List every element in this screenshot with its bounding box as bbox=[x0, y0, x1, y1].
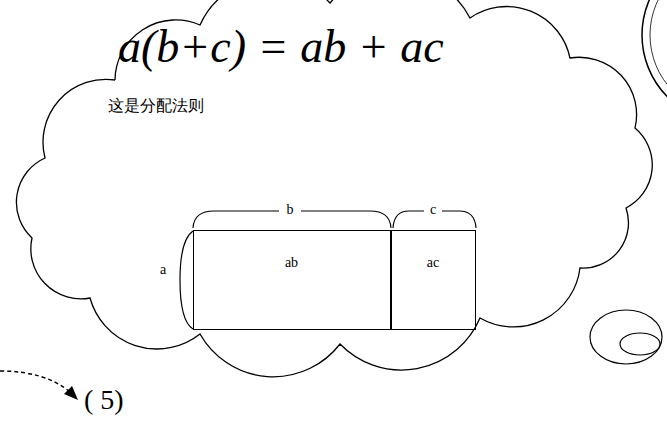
arrow-head bbox=[64, 386, 78, 400]
thought-cloud: a(b+c) = ab + ac这是分配法则abac bbox=[20, 0, 650, 362]
dimension-label: a bbox=[160, 262, 166, 278]
character-face bbox=[642, 0, 667, 123]
thought-bubble-small bbox=[620, 333, 660, 355]
area-label: ac bbox=[427, 255, 439, 271]
brace-a bbox=[180, 231, 193, 329]
cloud-path bbox=[16, 0, 652, 377]
dimension-label: c bbox=[430, 202, 436, 218]
dimension-label: b bbox=[287, 202, 294, 218]
formula: a(b+c) = ab + ac bbox=[118, 20, 444, 73]
character-face-inner bbox=[650, 0, 667, 115]
area-label: ab bbox=[285, 255, 298, 271]
partial-expression: ( 5) bbox=[84, 384, 124, 416]
caption: 这是分配法则 bbox=[108, 96, 204, 117]
thought-bubble bbox=[590, 310, 662, 364]
area-box: ab bbox=[193, 230, 391, 330]
area-box: ac bbox=[391, 230, 476, 330]
dashed-arrow bbox=[0, 371, 70, 392]
